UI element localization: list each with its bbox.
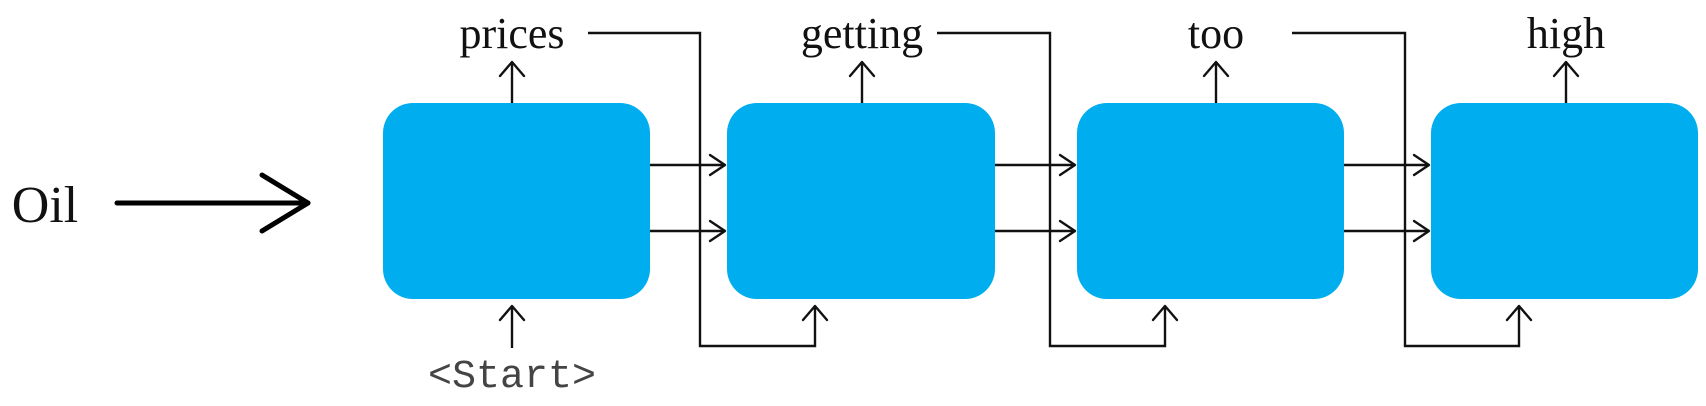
start-token-label: <Start>: [428, 355, 596, 400]
output-arrow-4: [1552, 60, 1580, 103]
start-input-arrow: [498, 304, 526, 348]
output-arrow-3: [1202, 60, 1230, 103]
feedback-connector-getting: [937, 31, 1179, 348]
feedback-connector-too: [1292, 31, 1533, 348]
output-arrow-2: [848, 60, 876, 103]
hidden-state-arrows-1-2: [650, 153, 727, 243]
input-word-label: Oil: [12, 177, 78, 234]
hidden-state-arrows-2-3: [995, 153, 1077, 243]
rnn-cell-1: [383, 103, 650, 299]
rnn-cell-2: [727, 103, 995, 299]
output-word-4: high: [1527, 9, 1605, 58]
output-word-2: getting: [801, 9, 923, 58]
feedback-connector-prices: [588, 31, 829, 348]
rnn-cell-3: [1077, 103, 1344, 299]
output-arrow-1: [498, 60, 526, 103]
output-word-1: prices: [459, 9, 564, 58]
output-word-3: too: [1188, 9, 1244, 58]
hidden-state-arrows-3-4: [1344, 153, 1431, 243]
input-arrow: [114, 172, 311, 234]
rnn-cell-4: [1431, 103, 1698, 299]
